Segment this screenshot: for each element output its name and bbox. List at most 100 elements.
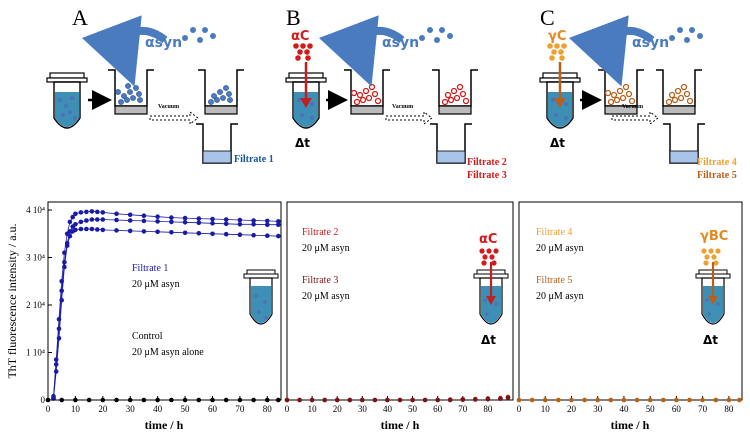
filtrate-label: Filtrate 1: [234, 154, 274, 165]
data-point: [70, 214, 75, 220]
tube-icon: [46, 72, 88, 129]
data-point: [73, 397, 78, 403]
data-point: [265, 222, 270, 227]
data-point: [237, 222, 243, 227]
data-point: [64, 243, 70, 248]
annotation: Filtrate 3: [302, 275, 338, 286]
data-point: [59, 397, 64, 403]
data-point: [62, 264, 67, 270]
data-point: [127, 212, 133, 218]
data-point: [447, 397, 453, 403]
data-point: [84, 218, 89, 223]
data-point: [182, 397, 188, 403]
data-point: [196, 231, 202, 236]
data-point: [73, 227, 78, 233]
annotation: 20 μM asyn alone: [132, 347, 204, 358]
data-point: [276, 219, 281, 224]
schematics: A: [46, 5, 737, 181]
agent-dots-icon: [479, 248, 499, 266]
data-point: [309, 397, 315, 403]
x-tick-label: 10: [541, 404, 551, 414]
data-point: [251, 232, 256, 238]
data-point: [67, 219, 73, 225]
data-point: [737, 397, 742, 403]
curved-arrow-icon: [568, 15, 655, 87]
data-point: [347, 397, 353, 403]
data-point: [595, 397, 600, 403]
data-point: [647, 397, 653, 403]
filter-well: [198, 69, 244, 115]
annotation: Filtrate 1: [132, 263, 168, 274]
filter-well: [432, 69, 478, 115]
schematic-b: B αC Δt: [285, 5, 507, 181]
annotation: Filtrate 5: [536, 275, 572, 286]
x-tick-label: 70: [698, 404, 708, 414]
data-point: [297, 397, 302, 403]
data-point: [127, 228, 133, 234]
x-tick-label: 20: [333, 404, 343, 414]
data-point: [62, 250, 67, 256]
data-point: [141, 229, 147, 234]
time-label-b: Δt: [295, 136, 310, 150]
x-tick-label: 30: [593, 404, 603, 414]
x-tick-label: 10: [71, 404, 81, 414]
data-point: [95, 209, 100, 215]
data-point: [169, 397, 174, 403]
data-point: [397, 397, 403, 403]
agent-dots-icon: [701, 248, 721, 266]
filter-well: [344, 69, 390, 115]
data-point: [89, 217, 95, 222]
y-tick-label: 3 10⁴: [26, 253, 45, 263]
time-label-c: Δt: [550, 136, 565, 150]
time-label: Δt: [703, 333, 718, 347]
data-point: [251, 222, 256, 227]
x-tick-label: 50: [181, 404, 191, 414]
data-point: [182, 230, 188, 236]
x-tick-label: 80: [263, 404, 273, 414]
data-point: [210, 221, 215, 226]
collection-well: [196, 123, 238, 164]
filter-well: [108, 69, 154, 115]
data-point: [78, 219, 84, 225]
data-point: [713, 397, 719, 403]
data-point: [56, 336, 62, 341]
data-point: [265, 218, 270, 224]
filtrate-label: Filtrate 3: [467, 170, 507, 181]
data-point: [169, 215, 174, 220]
data-point: [100, 217, 106, 222]
data-point: [114, 217, 119, 223]
data-point: [569, 397, 574, 403]
data-point: [59, 288, 64, 294]
agent-dots-icon: [547, 43, 567, 61]
data-point: [498, 396, 503, 402]
collection-well: [430, 123, 472, 164]
data-point: [726, 397, 732, 403]
x-tick-label: 50: [646, 404, 656, 414]
x-tick-label: 60: [672, 404, 682, 414]
series-group: [45, 209, 281, 403]
data-point: [582, 397, 587, 403]
data-point: [276, 397, 281, 403]
data-point: [84, 209, 89, 215]
vacuum-label: Vacuum: [392, 104, 413, 110]
data-point: [435, 397, 441, 403]
series-group: [516, 397, 742, 403]
data-point: [169, 219, 174, 225]
annotation: 20 μM asyn: [536, 243, 584, 254]
data-point: [556, 397, 561, 403]
data-point: [100, 397, 106, 403]
data-point: [334, 397, 340, 403]
x-tick-label: 60: [433, 404, 443, 414]
data-point: [237, 397, 243, 403]
data-point: [84, 226, 89, 232]
annotation: 20 μM asyn: [302, 243, 350, 254]
data-point: [460, 397, 466, 403]
x-tick-label: 30: [126, 404, 136, 414]
data-point: [661, 397, 666, 403]
x-tick-label: 50: [408, 404, 418, 414]
data-point: [251, 397, 256, 403]
data-point: [322, 397, 328, 403]
data-point: [674, 397, 679, 403]
annotation: 20 μM asyn: [132, 279, 180, 290]
schematic-c: C γC Δt: [539, 5, 737, 181]
